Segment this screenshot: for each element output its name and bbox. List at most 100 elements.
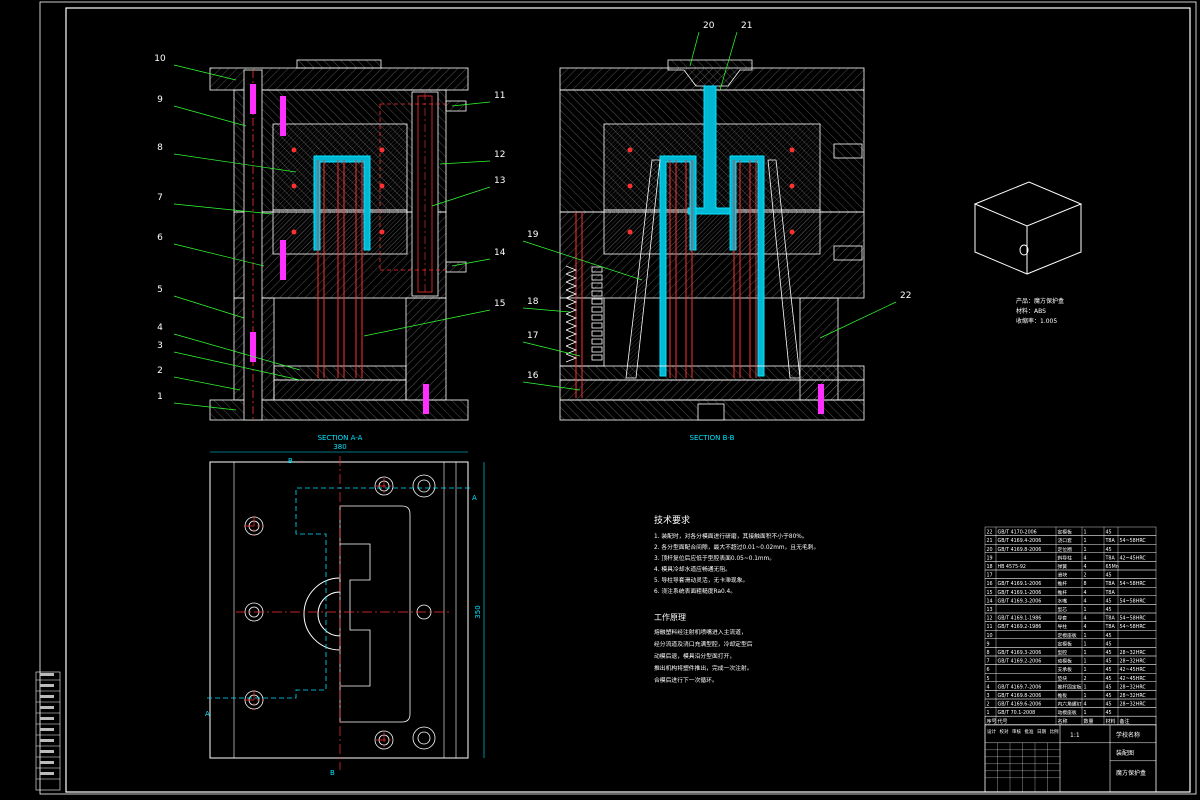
bom-header-cell: 备注 (1120, 718, 1130, 725)
bom-cell: 推杆 (1058, 589, 1068, 596)
bom-cell: 45 (1106, 676, 1112, 682)
spring-coil (591, 354, 603, 361)
water-fitting-top (445, 100, 467, 112)
bom-cell: 导柱 (1058, 623, 1068, 630)
part-number-label: 18 (527, 297, 539, 307)
spring-coil (565, 265, 578, 275)
tech-requirements-title: 技术要求 (654, 514, 690, 526)
bom-cell: 定位圈 (1058, 546, 1073, 553)
title-drawing-name: 装配图 (1116, 749, 1134, 757)
bom-cell: 内六角螺钉 (1058, 701, 1082, 708)
ejector-knockout-hole (697, 403, 725, 421)
bom-cell: 1 (1084, 633, 1087, 639)
spring-coil (565, 345, 578, 355)
bom-cell: 水嘴 (1058, 597, 1068, 604)
bom-cell: 4 (1084, 702, 1087, 708)
bom-cell: 18 (987, 564, 993, 570)
bom-cell: 20 (987, 547, 993, 553)
bom-cell: 垫块 (1058, 675, 1068, 682)
part-number-label: 8 (157, 143, 163, 153)
tech-requirement-line: 1. 装配时，对各分模面进行研磨，其接触面积不小于80%。 (654, 532, 808, 540)
bom-cell: 12 (987, 616, 993, 622)
side-strip-text (40, 695, 54, 698)
bom-cell: 10 (987, 633, 993, 639)
leader-line (363, 309, 491, 337)
side-strip-text (40, 684, 54, 687)
leader-line (173, 105, 247, 127)
bom-cell: 65Mn (1106, 564, 1119, 570)
bom-cell: GB/T 4169.3-2006 (998, 650, 1042, 656)
section-b-b-view (559, 59, 865, 421)
leader-line (173, 333, 301, 371)
bom-cell: 1 (1084, 538, 1087, 544)
part-number-label: 21 (741, 21, 752, 31)
title-block-label: 设计 (987, 728, 996, 735)
bom-cell: 7 (987, 659, 990, 665)
bom-cell: 定模座板 (1058, 632, 1077, 639)
bom-cell: 45 (1106, 710, 1112, 716)
bom-cell: 45 (1106, 547, 1112, 553)
part-number-label: 4 (157, 323, 163, 333)
bom-cell: 支承板 (1058, 666, 1073, 673)
product-name: 产品：魔方保护盒 (1016, 297, 1064, 305)
bom-cell: 1 (987, 710, 990, 716)
spring-coil (591, 306, 603, 313)
ejector-plate (273, 379, 407, 401)
bom-cell: 45 (1106, 684, 1112, 690)
bom-cell: 45 (1106, 607, 1112, 613)
bom-cell: 8 (987, 650, 990, 656)
bom-cell: 14 (987, 598, 993, 604)
bom-cell: 21 (987, 538, 993, 544)
bom-cell: 28~32HRC (1120, 702, 1147, 708)
leader-line (173, 376, 241, 391)
title-block-label: 比例 (1050, 728, 1059, 735)
leader-line (173, 295, 245, 319)
tech-requirement-line: 3. 顶杆复位后应低于型腔表面0.05~0.1mm。 (654, 554, 775, 562)
part-number-label: 12 (494, 150, 505, 160)
bom-cell: 4 (1084, 564, 1087, 570)
bom-cell: 1 (1084, 650, 1087, 656)
leader-line (173, 153, 297, 173)
bom-cell: 1 (1084, 530, 1087, 536)
bom-cell: 42~45HRC (1120, 555, 1147, 561)
tech-requirement-line: 2. 各分型面配合间隙，最大不超过0.01~0.02mm，且无毛刺。 (654, 543, 819, 551)
cut-mark-b-bottom: B (330, 769, 335, 777)
bom-cell: 54~58HRC (1120, 624, 1147, 630)
bom-cell: 28~32HRC (1120, 650, 1147, 656)
bom-cell: 6 (987, 667, 990, 673)
bom-cell: 45 (1106, 650, 1112, 656)
work-principle-line: 合模后进行下一次循环。 (654, 676, 718, 684)
title-scale: 1:1 (1070, 732, 1080, 739)
bom-header-cell: 数量 (1084, 718, 1094, 725)
part-number-label: 9 (157, 95, 163, 105)
plan-height-dim: 350 (474, 605, 482, 618)
part-number-label: 15 (494, 299, 505, 309)
bom-cell: 45 (1106, 667, 1112, 673)
spring-coil (565, 313, 578, 323)
bom-cell: 54~58HRC (1120, 538, 1147, 544)
part-number-label: 17 (527, 331, 538, 341)
spring-coil (565, 281, 578, 291)
locating-ring-b (667, 59, 753, 87)
bom-cell: 4 (987, 684, 990, 690)
bom-cell: 推杆 (1058, 580, 1068, 587)
bom-cell: 1 (1084, 641, 1087, 647)
section-label-a: SECTION A-A (318, 434, 363, 442)
spacer-block-right (405, 297, 447, 401)
bom-cell: 定模板 (1058, 640, 1073, 647)
bom-cell: 22 (987, 530, 993, 536)
leader-line (451, 258, 491, 267)
bom-cell: 15 (987, 590, 993, 596)
side-strip-text (40, 772, 54, 775)
bom-cell: 45 (1106, 598, 1112, 604)
leader-line (173, 402, 237, 411)
plan-outline (209, 461, 469, 759)
bom-cell: 45 (1106, 530, 1112, 536)
product-iso-view (973, 181, 1083, 275)
product-shrink: 收缩率：1.005 (1016, 317, 1057, 325)
bom-cell: T8A (1105, 624, 1116, 630)
bom-cell: 型芯 (1058, 606, 1068, 613)
leader-line (719, 31, 738, 91)
spring-coil (565, 329, 578, 339)
